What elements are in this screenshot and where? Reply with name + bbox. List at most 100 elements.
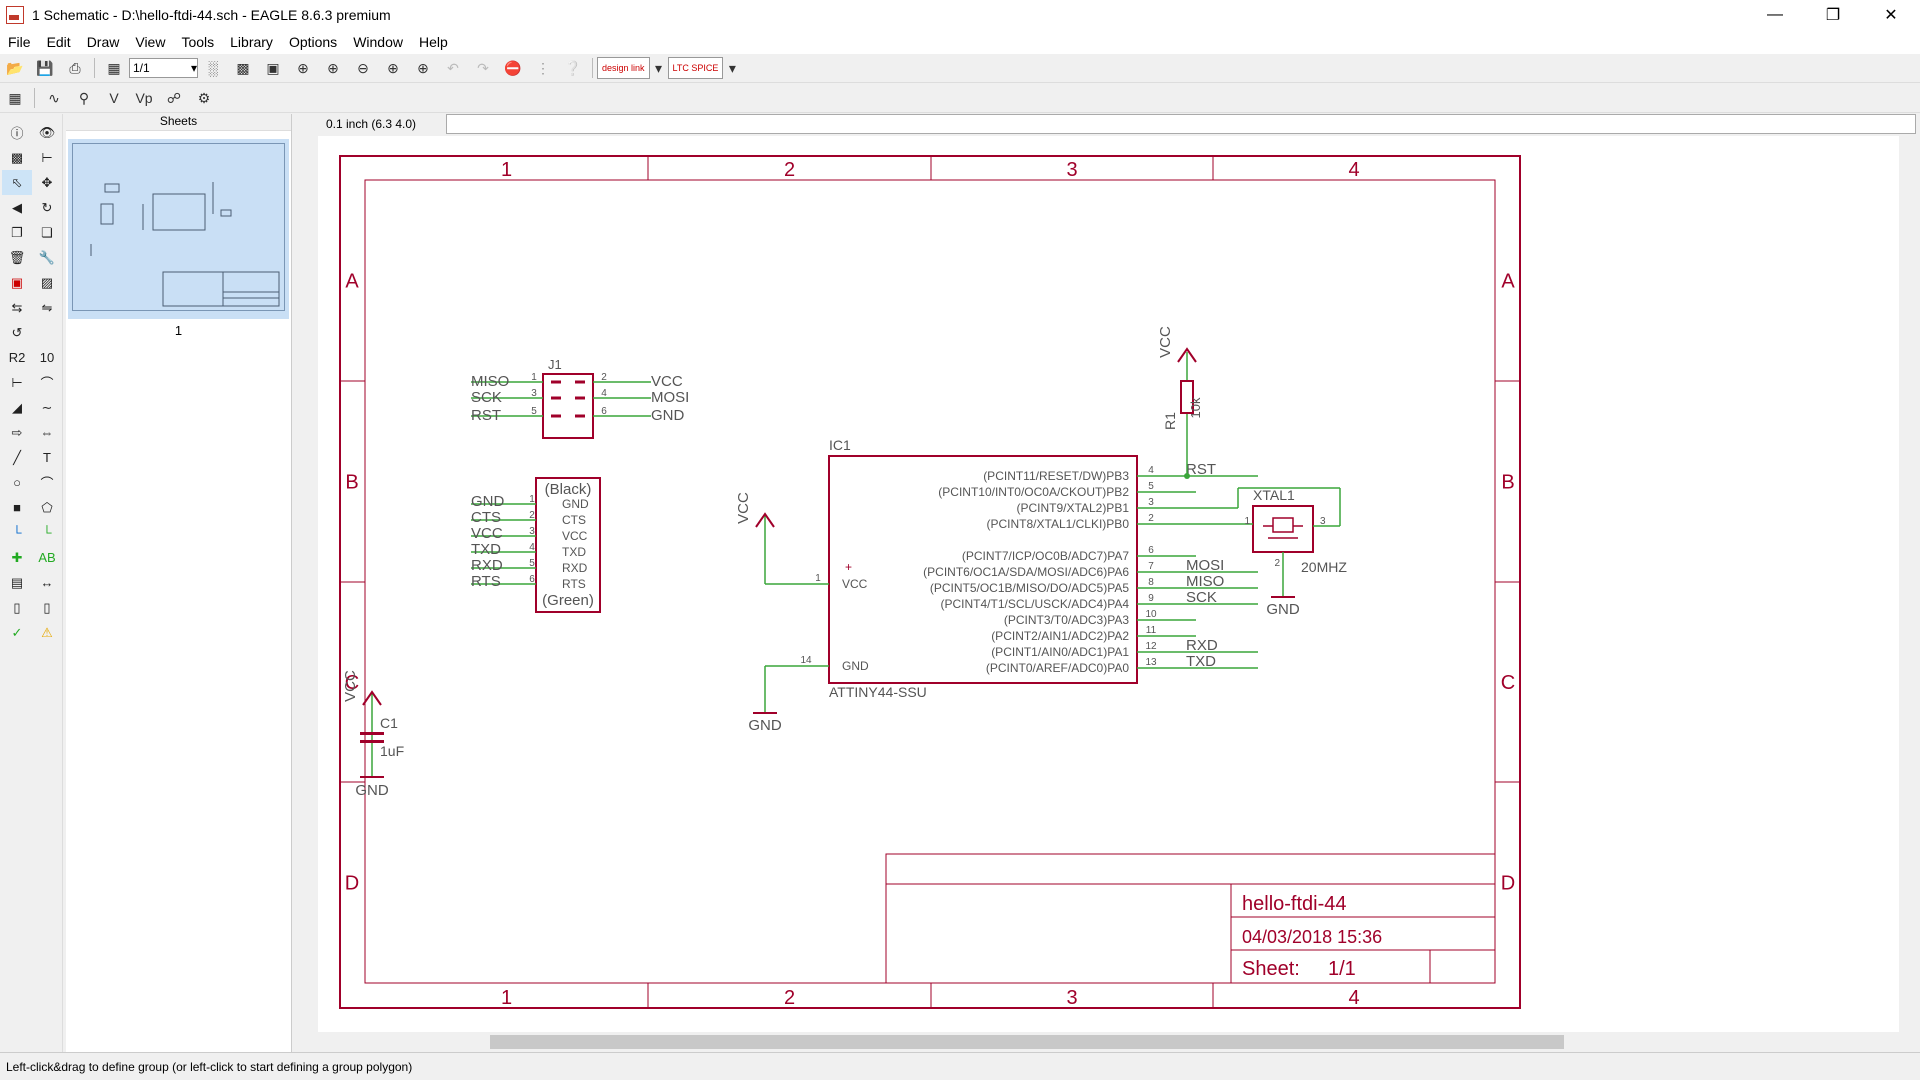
polygon-icon[interactable]: ⬠ [41,499,53,515]
erc-icon[interactable]: ✓ [11,624,23,640]
menu-help[interactable]: Help [418,34,448,50]
add-part-icon[interactable]: ▣ [10,274,24,290]
horizontal-scrollbar-thumb[interactable] [490,1035,1564,1049]
r1-value: 10k [1188,397,1203,418]
rotate-icon[interactable]: ↻ [41,199,53,215]
chevron-down-icon[interactable]: ▾ [728,59,736,76]
cam-icon[interactable]: ▦ [107,59,121,76]
layers-icon[interactable]: ▩ [10,149,24,165]
parameter-icon[interactable]: Vp [135,90,153,106]
gate-swap-icon[interactable]: ⇋ [41,299,53,315]
ftdi-pin-number: 1 [529,494,535,505]
menu-window[interactable]: Window [353,34,403,50]
replace-icon[interactable]: ▨ [40,274,54,290]
open-icon[interactable]: 📂 [6,59,24,76]
menu-library[interactable]: Library [230,34,273,50]
rect-icon[interactable]: ■ [13,500,21,515]
label-icon[interactable]: AB [38,550,56,565]
move-icon[interactable]: ✥ [41,174,53,190]
undo-icon[interactable]: ↶ [447,59,459,76]
ftdi-net-label: TXD [471,541,501,558]
delete-icon[interactable]: 🗑 [8,249,26,265]
menu-tools[interactable]: Tools [181,34,215,50]
swap-icon[interactable]: ⇆ [11,299,23,315]
sheet-thumbnail[interactable] [68,139,289,319]
zoom-select-icon[interactable]: ⊕ [417,59,429,76]
ltspice-icon[interactable]: LTC SPICE [667,57,724,79]
arc-icon[interactable]: ⌒ [40,476,54,491]
c1-gnd-label: GND [355,782,389,799]
paste-icon[interactable]: ❏ [41,224,53,240]
gateswap-icon[interactable]: ⇔ [40,425,54,440]
wire-style-icon[interactable]: ∿ [48,89,60,106]
invoke-icon[interactable]: ↺ [11,324,23,340]
sheet-select[interactable]: 1/1▾ [129,58,198,78]
frame-row-label: C [345,672,359,694]
module-icon[interactable]: ▯ [43,599,51,615]
mirror-icon[interactable]: ◀ [12,199,22,215]
menu-draw[interactable]: Draw [86,34,120,50]
value-icon[interactable]: V [109,90,119,106]
horizontal-scrollbar[interactable] [318,1032,1899,1052]
grid-icon[interactable]: ▦ [8,89,22,106]
library-icon[interactable]: ░ [208,60,218,76]
copy-icon[interactable]: ❐ [11,224,23,240]
menu-file[interactable]: File [8,34,31,50]
name-icon[interactable]: R2 [8,350,26,365]
redo-icon[interactable]: ↷ [477,59,489,76]
ftdi-net-label: GND [471,493,505,510]
warning-icon[interactable]: ⚠ [41,624,53,640]
menu-view[interactable]: View [135,34,166,50]
junction-icon[interactable]: ✚ [11,549,23,565]
split-icon[interactable]: ◢ [12,399,22,415]
menu-edit[interactable]: Edit [46,34,71,50]
dimension-icon[interactable]: ↔ [40,575,54,590]
wrench-icon[interactable]: 🔧 [38,249,56,265]
line-icon[interactable]: ╱ [13,449,21,465]
ic1-vcc-pin-number: 1 [815,573,821,584]
group-icon[interactable]: ⬁ [2,170,32,195]
mark-icon[interactable]: ⊢ [41,149,53,165]
minimize-button[interactable]: — [1767,6,1783,23]
help-icon[interactable]: ❔ [564,59,582,76]
ic1-ref: IC1 [829,437,851,453]
pinswap-icon[interactable]: ⇨ [11,424,23,440]
smash-icon[interactable]: ⊢ [11,374,23,390]
attribute-icon[interactable]: ▤ [10,574,24,590]
info-icon[interactable]: ⓘ [10,126,24,141]
miter-icon[interactable]: ⌒ [40,376,54,391]
bus-icon[interactable]: └ [42,525,52,540]
sheet-number: 1 [174,323,183,338]
circle-icon[interactable]: ○ [13,475,21,490]
eye-icon[interactable]: 👁 [38,124,56,140]
text-icon[interactable]: T [43,450,51,465]
frame-icon[interactable]: ▯ [13,599,21,615]
gear-icon[interactable]: ⚙ [197,89,211,106]
stop-icon[interactable]: ⛔ [504,59,522,76]
net-class-icon[interactable]: ☍ [166,89,182,106]
zoom-in-icon[interactable]: ⊕ [327,59,339,76]
menu-options[interactable]: Options [288,34,338,50]
board-switch-icon[interactable]: ▩ [236,59,250,76]
j1-pin-number: 5 [531,406,537,417]
zoom-fit-icon[interactable]: ⊕ [297,59,309,76]
command-line-input[interactable] [446,114,1916,134]
ulp-icon[interactable]: ▣ [266,59,280,76]
net-icon[interactable]: └ [12,525,22,540]
design-link-icon[interactable]: design link [597,57,650,79]
zoom-redraw-icon[interactable]: ⊕ [387,59,399,76]
vertical-scrollbar[interactable] [1899,136,1920,1032]
print-icon[interactable]: ⎙ [69,59,81,76]
optimize-icon[interactable]: ∼ [41,399,53,415]
zoom-out-icon[interactable]: ⊖ [357,59,369,76]
status-text: Left-click&drag to define group (or left… [6,1059,413,1074]
search-icon[interactable]: ⚲ [78,89,90,106]
close-button[interactable]: ✕ [1884,7,1898,24]
chevron-down-icon[interactable]: ▾ [655,59,663,76]
go-icon[interactable]: ⋮ [536,59,550,76]
restore-button[interactable]: ❐ [1825,7,1841,24]
save-icon[interactable]: 💾 [36,59,54,76]
value-tool-icon[interactable]: 10 [39,350,55,365]
